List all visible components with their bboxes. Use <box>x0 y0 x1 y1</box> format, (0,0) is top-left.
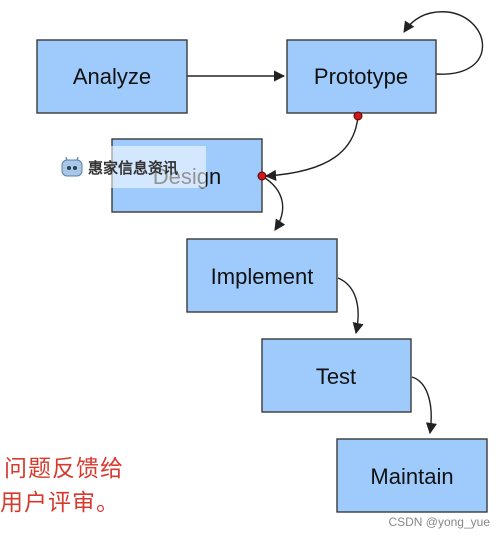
note-line-2: 用户评审。 <box>0 490 120 516</box>
edge-implement-test <box>337 277 364 335</box>
source-overlay-badge: 惠家信息资讯 <box>56 146 206 188</box>
node-implement: Implement <box>186 238 338 313</box>
edge-prototype-design <box>264 115 359 181</box>
overlay-text: 惠家信息资讯 <box>88 158 179 177</box>
edge-prototype-self-loop <box>403 11 484 75</box>
connector-dot-design <box>257 171 267 181</box>
node-analyze-label: Analyze <box>73 64 151 89</box>
node-test-label: Test <box>316 364 356 389</box>
node-implement-label: Implement <box>211 264 314 289</box>
connector-dot-prototype <box>353 111 363 121</box>
node-maintain: Maintain <box>336 438 488 513</box>
node-prototype: Prototype <box>286 39 437 114</box>
node-analyze: Analyze <box>36 39 188 114</box>
robot-avatar-icon <box>60 156 84 178</box>
node-test: Test <box>261 338 412 413</box>
edge-design-implement <box>261 175 286 231</box>
note-line-1: 问题反馈给 <box>4 456 124 482</box>
node-maintain-label: Maintain <box>370 464 453 489</box>
edge-test-maintain <box>411 376 437 435</box>
watermark: CSDN @yong_yue <box>388 515 490 529</box>
node-prototype-label: Prototype <box>314 64 408 89</box>
